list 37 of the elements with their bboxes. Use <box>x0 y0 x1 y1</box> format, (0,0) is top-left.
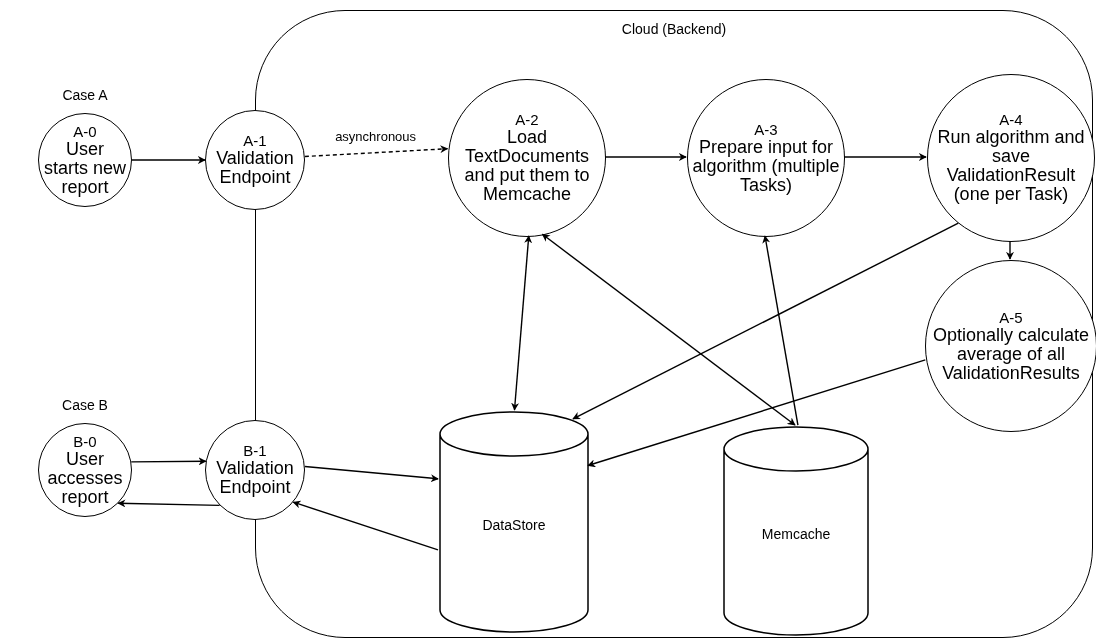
arrow <box>1006 240 1014 260</box>
step-id: A-2 <box>515 112 539 128</box>
case-label: Case A <box>61 87 109 103</box>
arrow <box>117 499 221 508</box>
arrow <box>130 457 207 466</box>
step-label: Run algorithm and save ValidationResult (one per Task) <box>936 128 1086 204</box>
step-label: Validation Endpoint <box>215 459 295 497</box>
step-label: User accesses report <box>46 449 124 507</box>
database-cylinder <box>439 411 589 633</box>
arrow <box>762 235 799 426</box>
step-id: A-1 <box>243 133 267 149</box>
case-label: Case B <box>61 397 109 413</box>
step-id: A-3 <box>754 121 778 138</box>
arrow <box>131 156 206 164</box>
step-label: Optionally calculate average of all ValidationResults <box>931 325 1091 383</box>
step-id: A-4 <box>999 112 1023 128</box>
store-label: Memcache <box>760 526 832 543</box>
region-title: Cloud (Backend) <box>620 21 728 37</box>
database-cylinder <box>723 426 869 636</box>
arrow <box>604 153 687 161</box>
step-id: A-0 <box>73 123 97 140</box>
store-label: DataStore <box>481 517 547 534</box>
step-id: B-0 <box>73 433 97 450</box>
arrow <box>304 465 439 483</box>
step-id: A-5 <box>999 309 1023 326</box>
arrow <box>304 145 449 158</box>
step-label: User starts new report <box>43 139 127 197</box>
arrow <box>843 153 927 161</box>
arrow <box>587 359 926 468</box>
arrow <box>572 222 959 420</box>
step-label: Validation Endpoint <box>215 149 295 187</box>
arrow <box>292 500 439 551</box>
step-id: B-1 <box>243 443 267 459</box>
step-label: Prepare input for algorithm (multiple Tasks) <box>691 137 841 195</box>
arrow <box>511 235 533 411</box>
arrow <box>541 233 796 426</box>
step-label: Load TextDocuments and put them to Memcache <box>463 128 591 204</box>
